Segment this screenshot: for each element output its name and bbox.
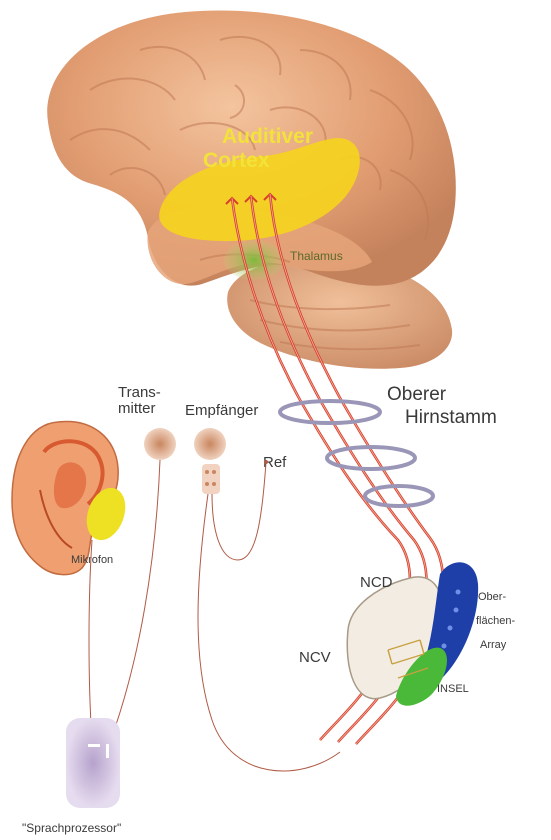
thalamus-label: Thalamus xyxy=(290,249,343,263)
surface-array-label-line1: Ober- xyxy=(478,591,506,603)
wire-reference-electrode xyxy=(212,462,266,560)
receiver-stimulator xyxy=(202,464,220,494)
transmitter-label-line2: mitter xyxy=(118,400,156,417)
wire-microphone-processor xyxy=(89,540,92,742)
microphone-label: Mikrofon xyxy=(71,554,113,566)
thalamus-region xyxy=(224,240,284,280)
surface-array-label-line2: flächen- xyxy=(476,615,515,627)
speech-processor-switch xyxy=(106,744,109,758)
reference-electrode-tip xyxy=(264,460,268,464)
transmitter-label-line1: Trans- xyxy=(118,384,161,401)
insel-label: INSEL xyxy=(437,683,469,695)
ncv-label: NCV xyxy=(299,649,331,666)
receiver-coil xyxy=(194,428,226,460)
speech-processor-button xyxy=(88,744,100,747)
receiver-label: Empfänger xyxy=(185,402,258,419)
brainstem-ring-1 xyxy=(280,401,380,423)
wiring xyxy=(89,460,340,771)
auditory-cortex-label-line2: Cortex xyxy=(203,149,270,172)
speech-processor-label: "Sprachprozessor" xyxy=(22,821,121,835)
transmitter-coil xyxy=(144,428,176,460)
ncd-label: NCD xyxy=(360,574,393,591)
upper-brainstem-label-line1: Oberer xyxy=(387,384,447,405)
surface-array-label-line3: Array xyxy=(480,639,507,651)
upper-brainstem-label-line2: Hirnstamm xyxy=(405,407,497,428)
auditory-cortex-label-line1: Auditiver xyxy=(222,125,313,148)
speech-processor xyxy=(66,718,120,808)
wire-receiver-electrode xyxy=(198,494,340,771)
